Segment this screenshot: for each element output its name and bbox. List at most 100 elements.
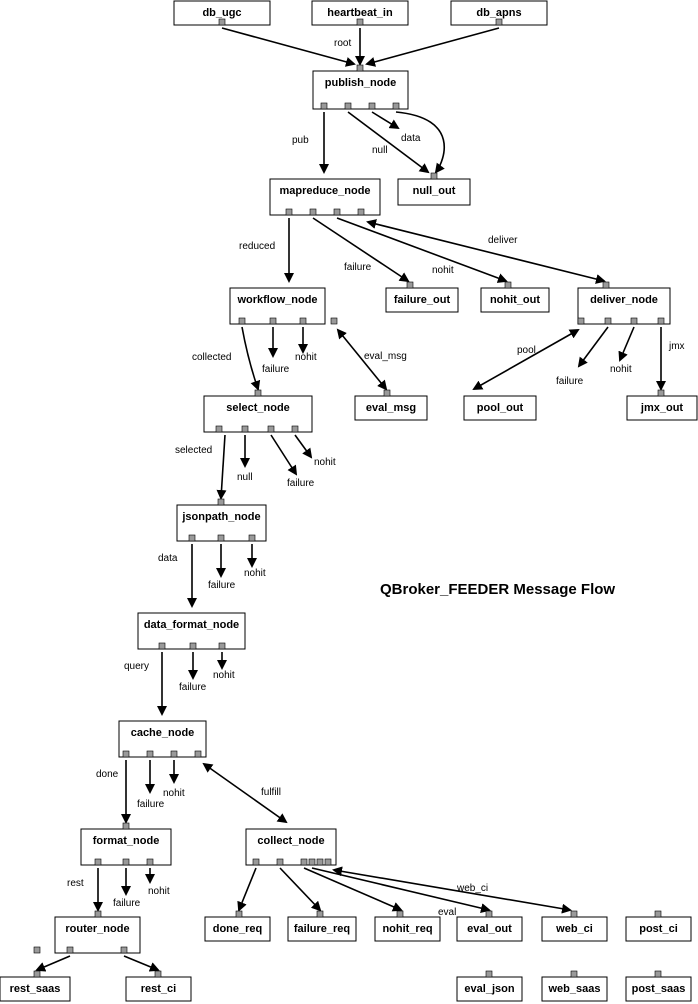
output-port <box>324 858 332 866</box>
node-web-ci[interactable]: web_ci <box>541 910 608 942</box>
node-jmx-out[interactable]: jmx_out <box>626 389 698 421</box>
node-label: deliver_node <box>590 294 658 306</box>
edge-label: selected <box>175 445 212 456</box>
output-port <box>316 858 324 866</box>
output-port <box>368 102 376 110</box>
edge-select-nohit <box>294 434 313 459</box>
input-port <box>316 910 324 918</box>
node-db-ugc[interactable]: db_ugc <box>173 0 271 26</box>
node-publish-node[interactable]: publish_node <box>312 64 409 110</box>
output-port <box>122 858 130 866</box>
input-port <box>396 910 404 918</box>
node-eval-json[interactable]: eval_json <box>456 970 523 1002</box>
node-db-apns[interactable]: db_apns <box>450 0 548 26</box>
node-label: done_req <box>213 923 263 935</box>
node-cache-node[interactable]: cache_node <box>118 720 207 758</box>
node-workflow-node[interactable]: workflow_node <box>229 287 338 325</box>
edge-db_ugc-publish <box>221 27 356 67</box>
node-failure-out[interactable]: failure_out <box>385 281 459 313</box>
output-port <box>320 102 328 110</box>
output-port <box>330 317 338 325</box>
node-label: format_node <box>93 835 160 847</box>
node-box <box>541 916 608 942</box>
node-label: publish_node <box>325 77 397 89</box>
output-port <box>344 102 352 110</box>
node-rest-saas[interactable]: rest_saas <box>0 970 71 1002</box>
node-label: cache_node <box>131 727 195 739</box>
node-post-ci[interactable]: post_ci <box>625 910 692 942</box>
node-rest-ci[interactable]: rest_ci <box>125 970 192 1002</box>
node-eval-out[interactable]: eval_out <box>456 910 523 942</box>
input-port <box>383 389 391 397</box>
node-format-node[interactable]: format_node <box>80 822 172 866</box>
diagram-title: QBroker_FEEDER Message Flow <box>380 581 615 598</box>
node-box <box>0 976 71 1002</box>
node-post-saas[interactable]: post_saas <box>625 970 692 1002</box>
node-label: rest_ci <box>141 983 176 995</box>
edge-label: jmx <box>668 341 685 352</box>
node-label: rest_saas <box>10 983 61 995</box>
node-eval-msg[interactable]: eval_msg <box>354 389 428 421</box>
node-label: jmx_out <box>640 402 684 414</box>
edge-label: failure <box>556 376 584 387</box>
node-box <box>118 720 207 758</box>
node-label: jsonpath_node <box>181 511 260 523</box>
edge-label: nohit <box>163 788 185 799</box>
node-done-req[interactable]: done_req <box>204 910 271 942</box>
edge-label: nohit <box>148 886 170 897</box>
node-collect-node[interactable]: collect_node <box>245 828 337 866</box>
input-port <box>504 281 512 289</box>
edge-label: eval <box>438 907 456 918</box>
output-port <box>248 534 256 542</box>
node-label: select_node <box>226 402 290 414</box>
node-heartbeat-in[interactable]: heartbeat_in <box>311 0 409 26</box>
node-label: mapreduce_node <box>279 185 370 197</box>
node-box <box>463 395 537 421</box>
edge-label: nohit <box>295 352 317 363</box>
node-web-saas[interactable]: web_saas <box>541 970 608 1002</box>
output-port <box>495 18 503 26</box>
output-port <box>267 425 275 433</box>
node-nohit-req[interactable]: nohit_req <box>374 910 441 942</box>
input-port <box>94 910 102 918</box>
node-pool-out[interactable]: pool_out <box>463 395 537 421</box>
edge-label: deliver <box>488 235 518 246</box>
node-failure-req[interactable]: failure_req <box>287 910 357 942</box>
node-deliver-node[interactable]: deliver_node <box>577 281 671 325</box>
input-port <box>654 970 662 978</box>
input-port <box>33 970 41 978</box>
node-label: nohit_out <box>490 294 540 306</box>
output-port <box>122 750 130 758</box>
node-router-node[interactable]: router_node <box>33 910 141 954</box>
output-port <box>238 317 246 325</box>
node-jsonpath-node[interactable]: jsonpath_node <box>176 498 267 542</box>
edge-label: failure <box>179 682 207 693</box>
node-box <box>312 70 409 110</box>
edge-label: root <box>334 38 351 49</box>
node-null-out[interactable]: null_out <box>397 172 471 206</box>
node-nohit-out[interactable]: nohit_out <box>480 281 550 313</box>
edge-workflow-eval <box>336 328 388 391</box>
output-port <box>269 317 277 325</box>
output-port <box>630 317 638 325</box>
output-port <box>215 425 223 433</box>
output-port <box>333 208 341 216</box>
node-label: null_out <box>413 185 456 197</box>
input-port <box>430 172 438 180</box>
output-port <box>94 858 102 866</box>
edge-label: rest <box>67 878 84 889</box>
node-select-node[interactable]: select_node <box>203 389 313 433</box>
input-port <box>657 389 665 397</box>
input-port <box>254 389 262 397</box>
output-port <box>252 858 260 866</box>
input-port <box>654 910 662 918</box>
edge-router-restsaas <box>35 955 71 972</box>
edge-deliver-nohit <box>618 326 635 362</box>
input-port <box>122 822 130 830</box>
input-port <box>154 970 162 978</box>
edge-label: eval_msg <box>364 351 407 362</box>
node-data-format-node[interactable]: data_format_node <box>137 612 246 650</box>
node-mapreduce-node[interactable]: mapreduce_node <box>269 178 381 216</box>
input-port <box>485 970 493 978</box>
